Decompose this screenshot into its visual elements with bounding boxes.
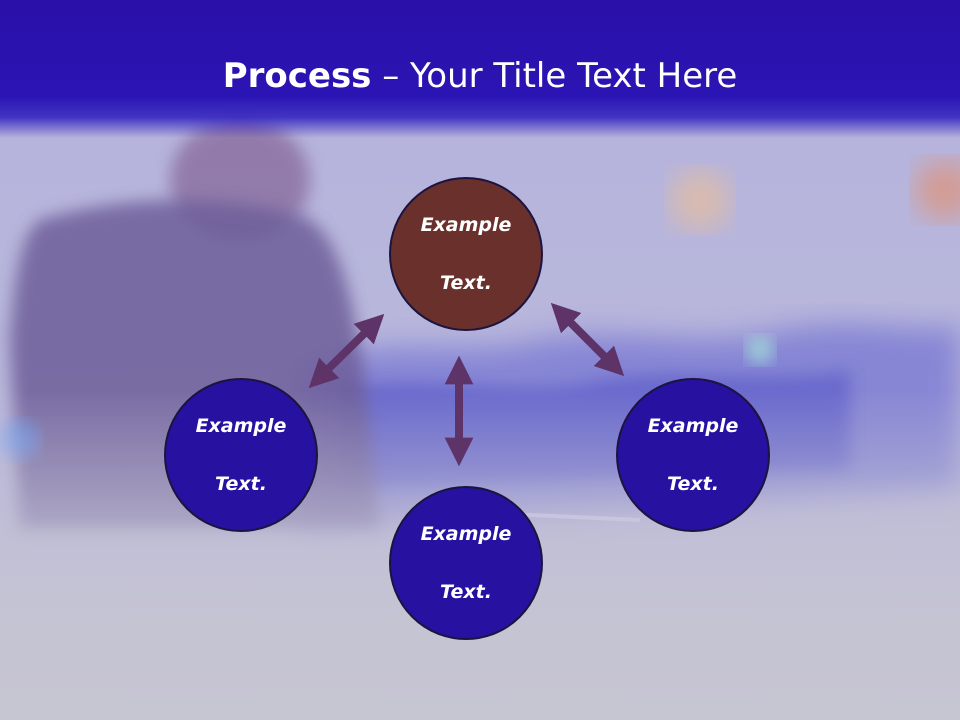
node-left-line2: Text. [215,472,267,495]
title-rest: – Your Title Text Here [371,56,738,96]
title-bar: Process – Your Title Text Here [0,0,960,138]
title-bold: Process [222,56,372,96]
node-left-line1: Example [195,414,287,437]
node-bottom-line2: Text. [440,580,492,603]
node-right-line1: Example [647,414,739,437]
node-top-line1: Example [420,213,512,236]
node-top-line2: Text. [440,271,492,294]
slide-title: Process – Your Title Text Here [0,54,960,98]
node-right-line2: Text. [667,472,719,495]
node-bottom-line1: Example [420,522,512,545]
